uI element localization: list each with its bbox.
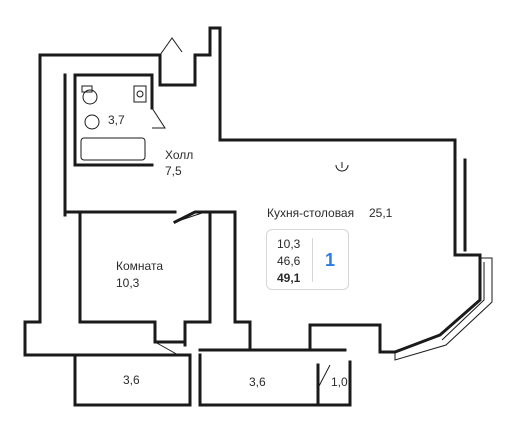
door-room <box>154 341 181 357</box>
balcony-right <box>316 360 352 407</box>
living-area: 10,3 <box>277 237 301 251</box>
outer-wall <box>38 26 482 354</box>
door-bath <box>151 107 166 129</box>
hall-name: Холл <box>165 148 194 162</box>
kitchen-sink-icon <box>335 164 349 172</box>
bath-drain-icon <box>136 90 144 98</box>
balcony-mid-area: 3,6 <box>249 375 266 389</box>
apartment-summary-card: 10,3 46,6 49,1 1 <box>266 229 349 290</box>
right-wall <box>453 138 467 257</box>
toilet-icon <box>82 89 98 105</box>
rooms-count: 1 <box>325 250 336 270</box>
bathroom-wall <box>73 73 154 167</box>
hall-area: 7,5 <box>165 164 182 178</box>
kitchen-name: Кухня-столовая <box>267 206 355 220</box>
sink-icon <box>84 114 100 130</box>
partition-room <box>183 210 212 347</box>
balcony-left <box>73 353 192 407</box>
bathtub-icon <box>80 137 146 161</box>
window-right <box>394 257 493 361</box>
door-entry <box>159 37 183 56</box>
balcony-mid <box>198 353 320 407</box>
toilet-tank-icon <box>81 85 93 93</box>
outer-wall-left <box>23 53 192 357</box>
total-area: 49,1 <box>277 271 301 285</box>
room-area: 10,3 <box>116 276 140 290</box>
door-balcony <box>317 364 331 389</box>
door-hall <box>174 211 206 223</box>
bathroom-area: 3,7 <box>108 113 125 127</box>
useful-area: 46,6 <box>277 254 301 268</box>
partition-room-2 <box>78 210 187 344</box>
kitchen-area: 25,1 <box>369 206 393 220</box>
balcony-right-area: 1,0 <box>331 375 348 389</box>
partition-hall <box>63 73 177 217</box>
balcony-left-area: 3,6 <box>123 373 140 387</box>
card-divider <box>312 238 313 282</box>
bath-sink-icon <box>133 85 147 103</box>
room-name: Комната <box>116 259 163 273</box>
